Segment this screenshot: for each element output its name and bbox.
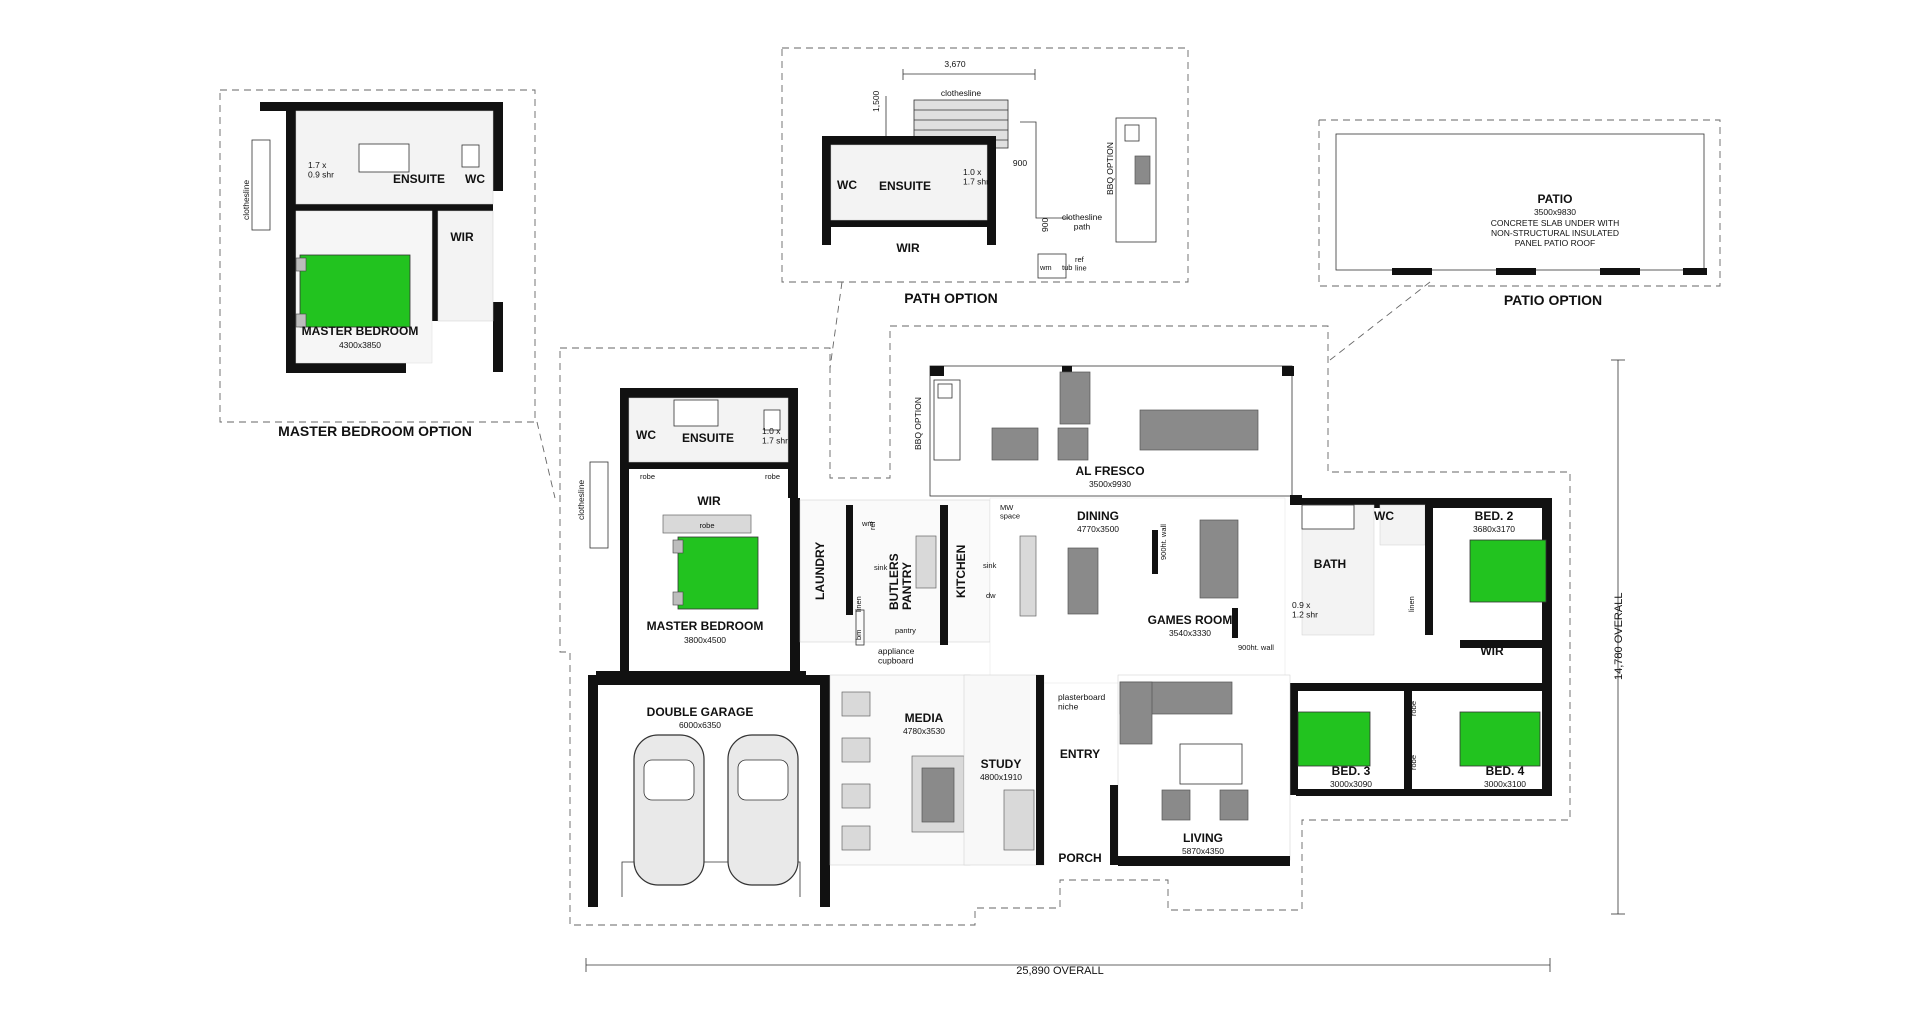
patio-note-1: CONCRETE SLAB UNDER WITH (1491, 218, 1619, 228)
master-option-wc: WC (465, 172, 485, 186)
master-bedroom-option-label: MASTER BEDROOM OPTION (278, 423, 472, 439)
main-robe-left: robe (640, 472, 655, 481)
main-robe-right: robe (765, 472, 780, 481)
path-option-label: PATH OPTION (904, 290, 998, 306)
main-ensuite: ENSUITE (682, 431, 734, 445)
main-dw: dw (986, 591, 996, 600)
main-bbq-option: BBQ OPTION (913, 397, 923, 450)
main-wall-900-b: 900ht. wall (1238, 643, 1274, 652)
main-study: STUDY (981, 757, 1022, 771)
main-pantry: pantry (895, 626, 916, 635)
path-dim-height: 1,500 (871, 90, 881, 112)
main-wc2: WC (1374, 509, 1394, 523)
main-robe-bar: robe (699, 521, 714, 530)
main-laundry: LAUNDRY (813, 542, 827, 600)
main-master-dims: 3800x4500 (684, 635, 726, 645)
main-bed4-dims: 3000x3100 (1484, 779, 1526, 789)
patio-option-label: PATIO OPTION (1504, 292, 1602, 308)
main-wc: WC (636, 428, 656, 442)
master-option-ensuite: ENSUITE (393, 172, 445, 186)
main-wir: WIR (697, 494, 721, 508)
main-living: LIVING (1183, 831, 1223, 845)
main-robe-bed4: robe (1409, 755, 1418, 770)
main-media-dims: 4780x3530 (903, 726, 945, 736)
main-wm: wm (861, 519, 874, 528)
path-bbq-option: BBQ OPTION (1105, 142, 1115, 195)
main-double-garage: DOUBLE GARAGE (647, 705, 754, 719)
main-sink-laundry: sink (874, 563, 888, 572)
path-option-leader (829, 281, 843, 369)
main-wall-900-a: 900ht. wall (1159, 524, 1168, 560)
main-linen: linen (1407, 596, 1416, 612)
main-bed2: BED. 2 (1475, 509, 1514, 523)
overall-depth: 14,780 OVERALL (1613, 593, 1625, 680)
main-clothesline: clothesline (576, 480, 586, 520)
patio-note-3: PANEL PATIO ROOF (1515, 238, 1595, 248)
main-bed3-dims: 3000x3090 (1330, 779, 1372, 789)
main-robe-bed3: robe (1409, 701, 1418, 716)
patio-option: PATIO 3500x9830 CONCRETE SLAB UNDER WITH… (1318, 119, 1721, 308)
path-ensuite: ENSUITE (879, 179, 931, 193)
path-wm: wm (1039, 263, 1052, 272)
main-garage-dims: 6000x6350 (679, 720, 721, 730)
path-dim-900-a: 900 (1013, 158, 1027, 168)
patio-dims: 3500x9830 (1534, 207, 1576, 217)
master-option-clothesline: clothesline (241, 180, 251, 220)
path-robe-left: robe (845, 219, 860, 228)
path-tub: tub (1062, 263, 1072, 272)
path-clothesline: clothesline (941, 88, 981, 98)
main-butlers-pantry: BUTLERSPANTRY (887, 553, 914, 610)
main-linen-laundry: linen (854, 596, 863, 612)
main-bm: bm (854, 630, 863, 640)
main-ref: ref (868, 520, 877, 530)
main-living-dims: 5870x4350 (1182, 846, 1224, 856)
main-bath: BATH (1314, 557, 1346, 571)
path-robe-right: robe (967, 219, 982, 228)
main-plan (559, 325, 1571, 926)
main-alfresco-dims: 3500x9930 (1089, 479, 1131, 489)
overall-width: 25,890 OVERALL (1016, 965, 1103, 977)
master-option-leader (536, 421, 556, 499)
main-wir2: WIR (1480, 644, 1504, 658)
main-dining: DINING (1077, 509, 1119, 523)
patio-name: PATIO (1538, 192, 1573, 206)
main-master-bedroom: MASTER BEDROOM (647, 619, 764, 633)
path-dim-900-b: 900 (1040, 218, 1050, 232)
master-option-wir: WIR (450, 230, 474, 244)
main-media: MEDIA (905, 711, 944, 725)
main-bed2-dims: 3680x3170 (1473, 524, 1515, 534)
patio-option-leader (1329, 281, 1431, 361)
main-games-dims: 3540x3330 (1169, 628, 1211, 638)
main-entry: ENTRY (1060, 747, 1100, 761)
main-alfresco: AL FRESCO (1075, 464, 1144, 478)
main-kitchen: KITCHEN (954, 545, 968, 598)
overall-dimensions: 25,890 OVERALL 14,780 OVERALL (585, 359, 1625, 977)
path-dim-width: 3,670 (944, 59, 966, 69)
main-porch: PORCH (1058, 851, 1101, 865)
path-option: 3,670 1,500 clothesline 900 900 clothesl… (781, 47, 1189, 306)
path-wc: WC (837, 178, 857, 192)
main-study-dims: 4800x1910 (980, 772, 1022, 782)
patio-note-2: NON-STRUCTURAL INSULATED (1491, 228, 1619, 238)
path-wir: WIR (896, 241, 920, 255)
master-option-bedroom-name: MASTER BEDROOM (302, 324, 419, 338)
main-dining-dims: 4770x3500 (1077, 524, 1119, 534)
main-games-room: GAMES ROOM (1148, 613, 1233, 627)
main-sink-kitchen: sink (983, 561, 997, 570)
master-option-bedroom-dims: 4300x3850 (339, 340, 381, 350)
main-bed3: BED. 3 (1332, 764, 1371, 778)
main-bed4: BED. 4 (1486, 764, 1525, 778)
